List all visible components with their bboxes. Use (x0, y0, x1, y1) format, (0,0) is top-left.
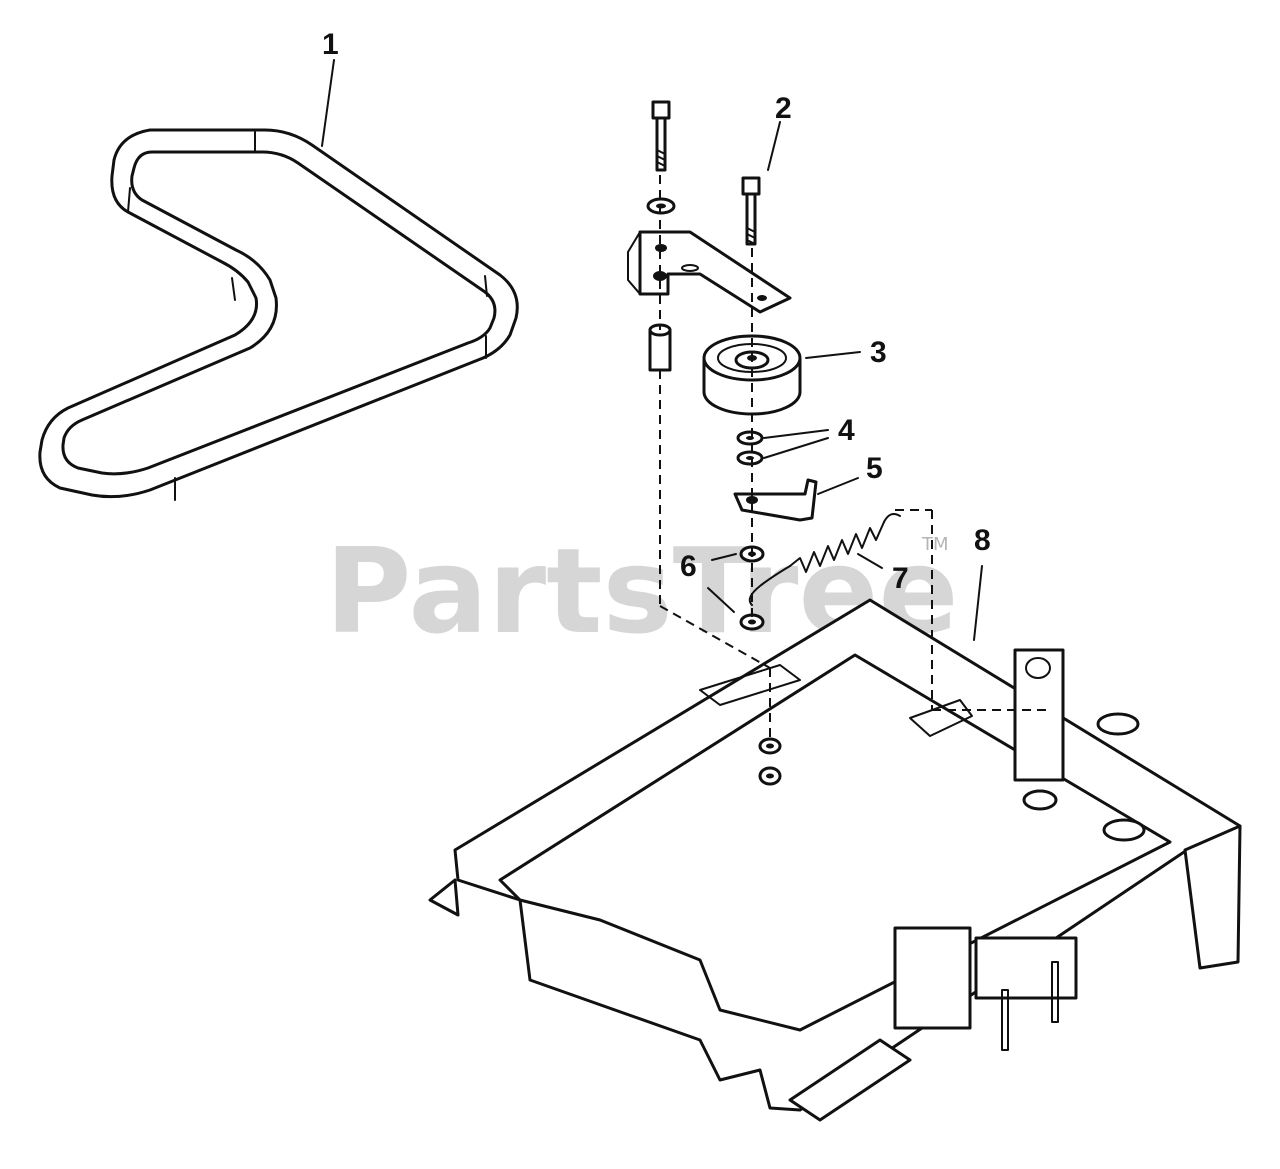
part-extension-spring[interactable] (748, 513, 901, 606)
callout-5[interactable]: 5 (866, 452, 883, 485)
callout-7[interactable]: 7 (892, 562, 909, 595)
callouts: 1 2 3 4 5 6 7 8 (322, 28, 991, 595)
callout-4[interactable]: 4 (838, 414, 855, 447)
callout-2[interactable]: 2 (775, 92, 792, 125)
callout-3[interactable]: 3 (870, 336, 887, 369)
callout-1[interactable]: 1 (322, 28, 339, 61)
part-idler-arm-and-bolts[interactable] (627, 100, 792, 372)
part-spring-bracket[interactable] (733, 478, 818, 522)
watermark-trademark: TM (921, 534, 949, 555)
assembly-lines (659, 175, 1048, 740)
part-mount-hardware[interactable] (758, 737, 782, 786)
part-belt[interactable] (38, 128, 519, 501)
part-frame[interactable] (428, 598, 1242, 1122)
part-washers[interactable] (736, 430, 764, 466)
callout-8[interactable]: 8 (974, 524, 991, 557)
leader-lines (321, 59, 983, 641)
callout-6[interactable]: 6 (680, 550, 697, 583)
